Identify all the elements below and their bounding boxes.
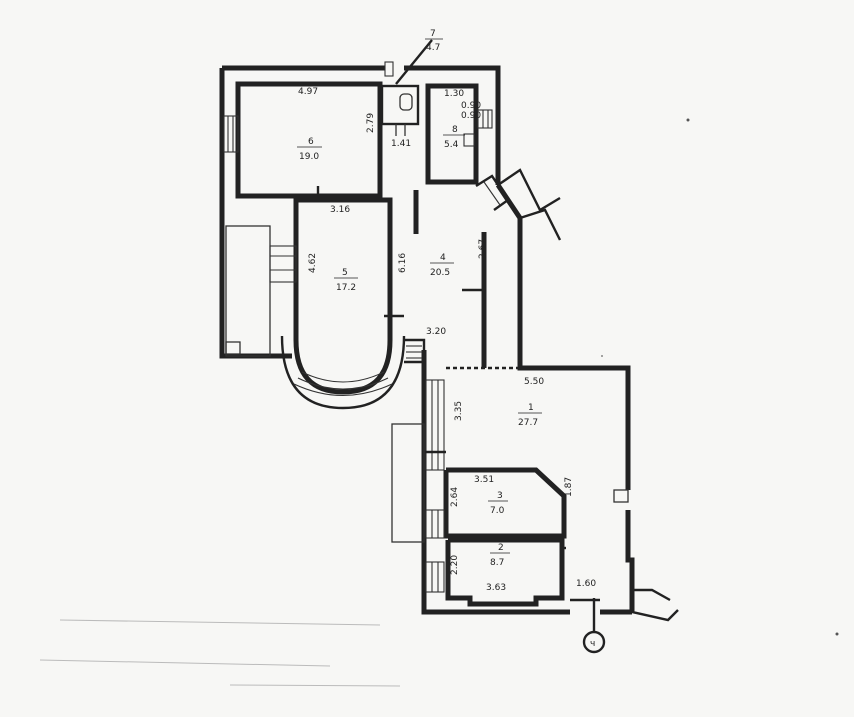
room-5: 3.16 4.62 6.16 5 17.2 xyxy=(225,186,408,410)
dim-room6-width: 4.97 xyxy=(298,87,318,97)
dim-room1-width: 5.50 xyxy=(524,377,544,387)
room-2-area: 8.7 xyxy=(490,558,504,568)
dim-room5-width: 3.16 xyxy=(330,205,350,215)
room-8: 1.30 0.90 0.90 8 5.4 xyxy=(425,83,510,211)
dim-room4-height: 2.67 xyxy=(478,239,488,259)
dim-room3-width: 3.51 xyxy=(474,475,494,485)
dim-room8-b: 0.90 xyxy=(461,111,481,121)
room-3-number: 3 xyxy=(497,491,503,501)
dim-room8-a: 0.90 xyxy=(461,101,481,111)
room-3: 3.51 2.64 1.87 3 7.0 xyxy=(425,467,574,539)
room-1-number: 1 xyxy=(528,403,534,413)
room-2-number: 2 xyxy=(498,543,504,553)
dim-room5-right: 6.16 xyxy=(398,253,408,273)
room-3-area: 7.0 xyxy=(490,506,505,516)
room-1-area: 27.7 xyxy=(518,418,538,428)
dim-room2-height: 2.20 xyxy=(450,555,460,575)
room-4-number: 4 xyxy=(440,253,446,263)
room-7: 7 4.7 1.41 xyxy=(380,29,443,149)
dim-room8-width: 1.30 xyxy=(444,89,464,99)
dim-room7-width: 1.41 xyxy=(391,139,411,149)
room-7-area: 4.7 xyxy=(426,43,440,53)
dim-room3-height: 2.64 xyxy=(450,487,460,507)
dim-room3-diag: 1.87 xyxy=(564,477,574,497)
room-4: 2.67 3.20 4 20.5 xyxy=(404,190,520,370)
scan-artifacts xyxy=(39,118,839,687)
room-5-number: 5 xyxy=(342,268,348,278)
dim-room4-width: 3.20 xyxy=(426,327,446,337)
room-8-area: 5.4 xyxy=(444,140,459,150)
dim-entrance-width: 1.60 xyxy=(576,579,596,589)
room-8-number: 8 xyxy=(452,125,458,135)
room-6: 4.97 2.79 6 19.0 xyxy=(223,81,383,199)
entrance-marker: ч xyxy=(590,639,595,649)
dim-room5-left: 4.62 xyxy=(308,253,318,273)
entrance-marker-circle xyxy=(582,630,606,654)
room-4-area: 20.5 xyxy=(430,268,450,278)
room-6-area: 19.0 xyxy=(299,152,319,162)
room-6-number: 6 xyxy=(308,137,314,147)
room-7-number: 7 xyxy=(430,29,436,39)
dim-room1-left: 3.35 xyxy=(454,401,464,421)
room-2: 2.20 3.63 2 8.7 xyxy=(425,537,566,607)
dim-room6-height: 2.79 xyxy=(366,113,376,133)
dim-room2-width: 3.63 xyxy=(486,583,506,593)
room-5-area: 17.2 xyxy=(336,283,356,293)
room-1: 5.50 3.35 1 27.7 xyxy=(391,377,629,543)
entrance: 1.60 ч xyxy=(570,579,606,654)
